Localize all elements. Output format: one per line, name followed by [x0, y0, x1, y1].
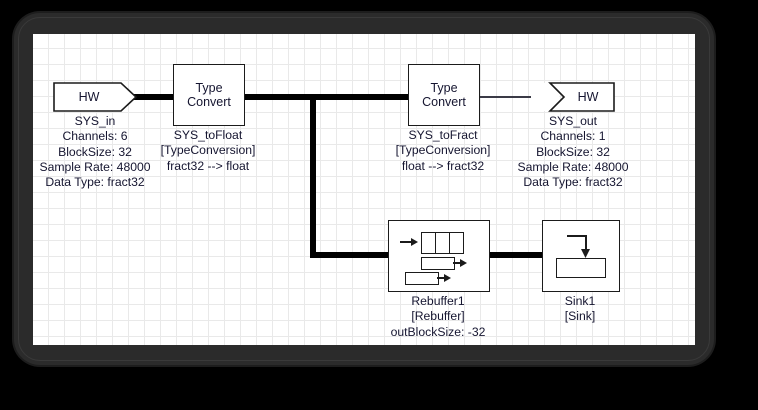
sys-out-samplerate: Sample Rate: 48000	[517, 159, 629, 174]
sink-icon-reservoir	[556, 258, 606, 278]
sys-tofract-body[interactable]: Type Convert	[408, 64, 480, 126]
rebuffer-icon-arrow1-head	[411, 238, 418, 246]
diagram-canvas[interactable]: HW SYS_in Channels: 6 BlockSize: 32 Samp…	[33, 34, 695, 345]
rebuffer-icon-arrow1-shaft	[400, 241, 412, 243]
sys-tofloat-conversion: fract32 --> float	[166, 158, 250, 173]
wire-tofract-to-sysout	[478, 96, 531, 98]
sys-tofloat-body[interactable]: Type Convert	[173, 64, 245, 126]
sys-in-caption: SYS_in Channels: 6 BlockSize: 32 Sample …	[33, 114, 169, 190]
sys-out-name: SYS_out	[548, 114, 598, 128]
rebuffer1-name: Rebuffer1	[411, 294, 465, 308]
sink1-name: Sink1	[564, 294, 596, 308]
sink-icon-arrow-shaft	[585, 235, 587, 252]
wire-branch-vertical	[310, 94, 316, 258]
sys-tofract-caption: SYS_toFract [TypeConversion] float --> f…	[376, 128, 510, 174]
sys-in-samplerate: Sample Rate: 48000	[39, 159, 151, 174]
hw-source-shape	[53, 82, 138, 112]
rebuffer1-type: [Rebuffer]	[411, 309, 465, 324]
sink-icon-arrow-top	[567, 235, 587, 237]
sys-tofloat-type: [TypeConversion]	[160, 143, 256, 158]
sys-tofloat-block-text: Type Convert	[187, 81, 231, 109]
wire-tofloat-to-tofract	[243, 94, 410, 100]
rebuffer1-body[interactable]	[388, 220, 490, 292]
sys-in-name: SYS_in	[74, 114, 116, 128]
sys-tofract-block-text: Type Convert	[422, 81, 466, 109]
rebuffer-icon-buffer-2	[405, 272, 439, 285]
rebuffer-icon-buffer-1	[421, 257, 455, 270]
wire-branch-horizontal	[310, 252, 390, 258]
sys-tofloat-name: SYS_toFloat	[173, 128, 243, 142]
sys-out-block-text: HW	[577, 90, 599, 104]
wire-rebuffer-to-sink	[488, 252, 545, 258]
sys-out-caption: SYS_out Channels: 1 BlockSize: 32 Sample…	[499, 114, 647, 190]
sink1-caption: Sink1 [Sink]	[530, 294, 630, 325]
sink-icon-arrow-head	[581, 249, 590, 258]
rebuffer-icon-arrow3-shaft	[437, 277, 445, 279]
rebuffer-icon-arrow2-shaft	[453, 262, 461, 264]
sys-tofract-name: SYS_toFract	[408, 128, 478, 142]
rebuffer-icon-cell-3	[449, 232, 464, 254]
rebuffer-icon-arrow3-head	[444, 274, 451, 282]
sys-out-blocksize: BlockSize: 32	[536, 144, 610, 159]
wire-sysin-to-tofloat	[116, 94, 177, 100]
sys-in-blocksize: BlockSize: 32	[58, 144, 132, 159]
rebuffer-icon-cell-2	[435, 232, 450, 254]
rebuffer1-caption: Rebuffer1 [Rebuffer] outBlockSize: -32	[371, 294, 505, 340]
sys-out-datatype: Data Type: fract32	[523, 175, 623, 189]
rebuffer-icon-arrow2-head	[460, 259, 467, 267]
sys-in-channels: Channels: 6	[62, 129, 128, 144]
rebuffer1-outblocksize: outBlockSize: -32	[390, 324, 486, 339]
sys-tofract-conversion: float --> fract32	[401, 158, 485, 173]
sys-tofract-type: [TypeConversion]	[395, 143, 491, 158]
sink1-type: [Sink]	[564, 309, 596, 324]
sys-in-block-text: HW	[78, 90, 100, 104]
hw-sink-shape	[531, 82, 615, 112]
sys-tofloat-caption: SYS_toFloat [TypeConversion] fract32 -->…	[141, 128, 275, 174]
rebuffer-icon-cell-1	[421, 232, 436, 254]
sink1-body[interactable]	[542, 220, 620, 292]
sys-out-channels: Channels: 1	[540, 129, 606, 144]
sys-in-datatype: Data Type: fract32	[45, 175, 145, 189]
